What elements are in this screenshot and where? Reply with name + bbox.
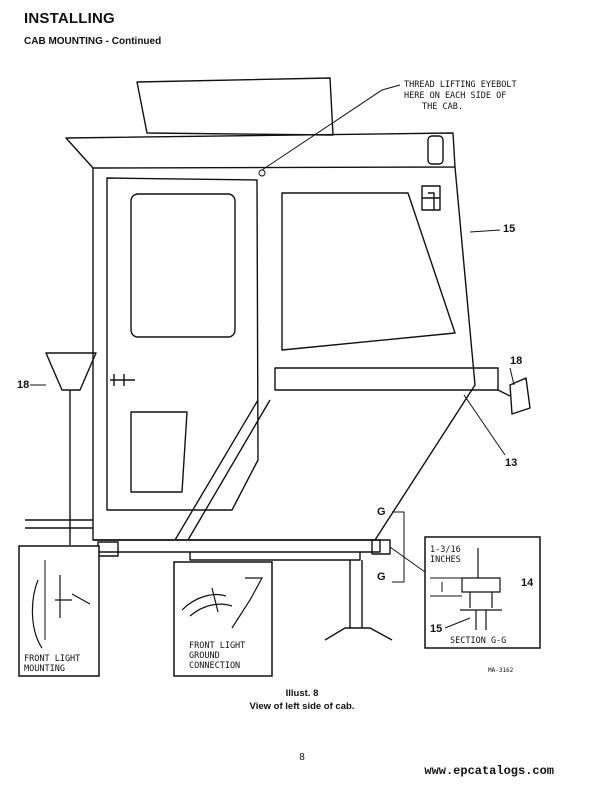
section-mark-bottom: G [377, 571, 386, 583]
eyebolt-note-line3: THE CAB. [422, 102, 463, 112]
inset-ground-label-1: FRONT LIGHT [189, 641, 245, 651]
cab-outline [25, 77, 531, 641]
callout-14: 14 [521, 577, 534, 589]
inset-ground-label-3: CONNECTION [189, 661, 240, 671]
eyebolt-note-line2: HERE ON EACH SIDE OF [404, 91, 506, 101]
section-mark-top: G [377, 506, 386, 518]
callout-18-left: 18 [17, 379, 29, 391]
page-title: INSTALLING [24, 10, 115, 27]
figure-code: MA-3162 [488, 667, 514, 674]
leader-lines [30, 84, 520, 583]
eyebolt-note-line1: THREAD LIFTING EYEBOLT [404, 80, 517, 90]
callout-13: 13 [505, 457, 517, 469]
inset-section-gg: 1-3/16 INCHES 14 15 SECTION G-G [424, 536, 541, 649]
inset-mounting-label-1: FRONT LIGHT [24, 654, 80, 664]
caption-text: View of left side of cab. [249, 701, 355, 712]
callout-15-top: 15 [503, 223, 515, 235]
caption-title: Illust. 8 [285, 688, 319, 699]
eyebolt-marker [258, 169, 266, 177]
callout-18-right: 18 [510, 355, 522, 367]
callout-15-section: 15 [430, 623, 442, 635]
section-label: SECTION G-G [450, 636, 506, 646]
inset-mounting-label-2: MOUNTING [24, 664, 65, 674]
dimension-unit: INCHES [430, 555, 461, 565]
inset-front-light-mounting: FRONT LIGHT MOUNTING [18, 545, 100, 677]
dimension-value: 1-3/16 [430, 545, 461, 555]
inset-ground-connection: FRONT LIGHT GROUND CONNECTION [173, 561, 273, 677]
page-number: 8 [299, 752, 305, 763]
inset-ground-label-2: GROUND [189, 651, 220, 661]
watermark: www.epcatalogs.com [424, 764, 554, 778]
section-subtitle: CAB MOUNTING - Continued [24, 36, 162, 47]
